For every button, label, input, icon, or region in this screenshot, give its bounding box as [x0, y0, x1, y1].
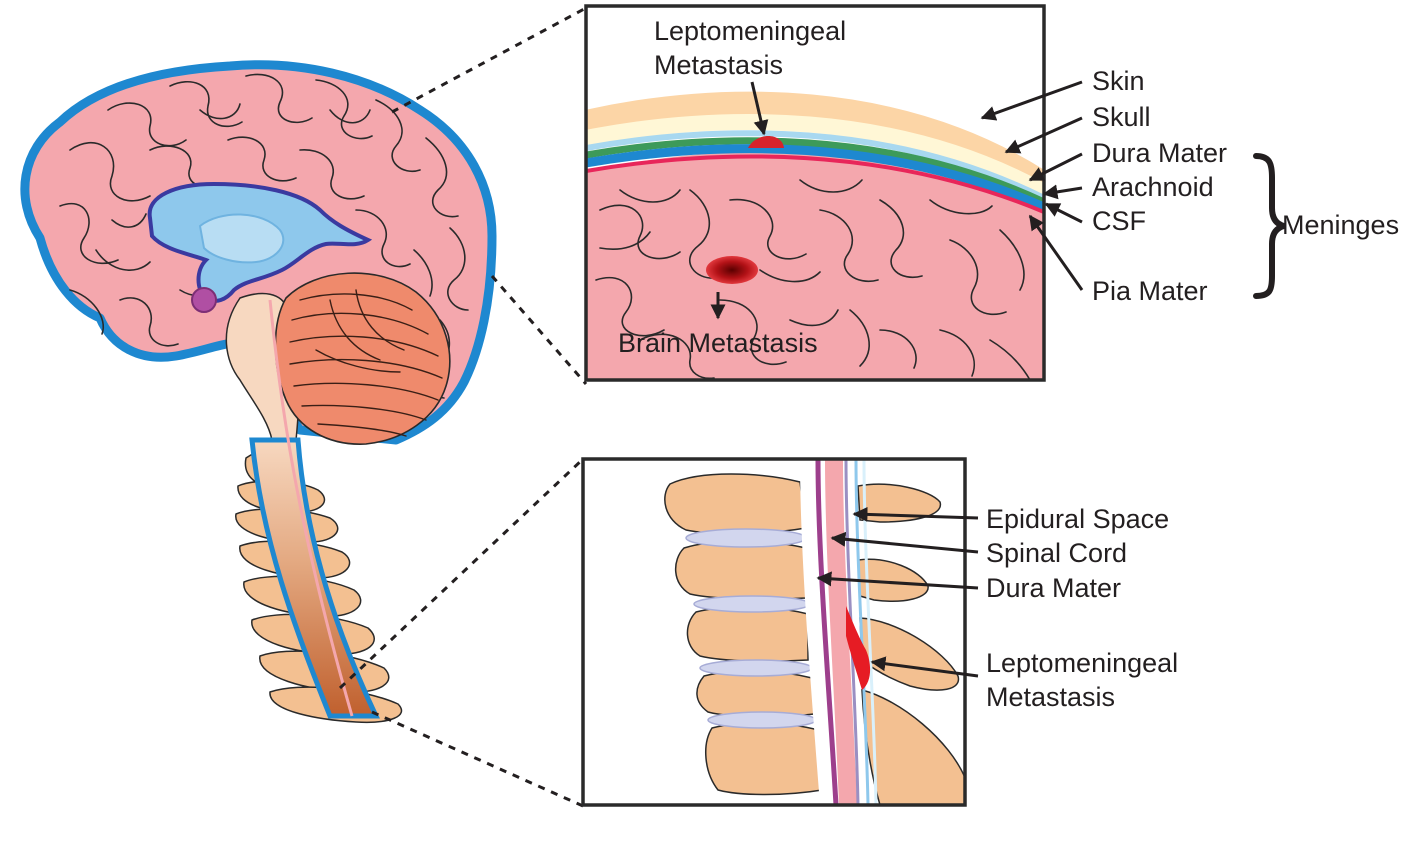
arrow-skin: [980, 80, 1083, 121]
arrow-dura-mater-top: [1028, 152, 1083, 182]
brain-meninges-inset: Leptomeningeal Metastasis Brain Metastas…: [584, 4, 1399, 382]
arrow-spinal-cord: [830, 531, 979, 554]
leptomeningeal-metastasis-nodule: [748, 136, 784, 148]
spine-inset-arrows: [816, 506, 979, 678]
pituitary-gland: [191, 287, 217, 313]
label-brain-metastasis: Brain Metastasis: [618, 328, 818, 358]
label-skin: Skin: [1092, 66, 1145, 96]
label-csf: CSF: [1092, 206, 1146, 236]
label-spinal-cord: Spinal Cord: [986, 538, 1127, 568]
brain-metastasis-lesion: [706, 256, 758, 284]
inset-sulci: [595, 179, 1031, 380]
label-pia-mater: Pia Mater: [1092, 276, 1208, 306]
label-leptomeningeal-bottom-2: Metastasis: [986, 682, 1115, 712]
arrow-dura-mater-bottom: [816, 571, 979, 590]
spine-inset: Epidural Space Spinal Cord Dura Mater Le…: [581, 457, 1178, 807]
inset-dura: [815, 459, 839, 805]
layer-pia: [586, 154, 1044, 214]
label-leptomeningeal-bottom-1: Leptomeningeal: [986, 648, 1178, 678]
arrow-epidural-space: [852, 506, 979, 522]
inset-epidural-fat: [800, 459, 832, 805]
inset-cord: [825, 459, 857, 805]
inset-csf: [854, 459, 870, 805]
layer-dura: [586, 137, 1044, 206]
central-canal: [268, 299, 354, 717]
brain-inset-arrows: [710, 80, 1084, 320]
arrow-leptomeningeal-top: [750, 81, 769, 136]
arrow-arachnoid: [1042, 184, 1083, 200]
label-dura-mater-bottom: Dura Mater: [986, 573, 1121, 603]
label-arachnoid: Arachnoid: [1092, 172, 1214, 202]
arrow-pia-mater: [1028, 214, 1084, 291]
layer-csf: [586, 130, 1044, 201]
inset-outer: [862, 459, 878, 805]
layer-skull: [586, 114, 1044, 199]
arrow-csf: [1044, 202, 1083, 224]
layer-skin: [586, 91, 1044, 195]
label-dura-mater-top: Dura Mater: [1092, 138, 1227, 168]
label-epidural-space: Epidural Space: [986, 504, 1169, 534]
layer-arachnoid: [586, 144, 1044, 212]
zoom-lines: [338, 6, 588, 808]
arrow-skull: [1004, 116, 1083, 154]
sagittal-head-illustration: [20, 60, 497, 724]
spine-leptomeningeal-metastasis: [846, 606, 871, 690]
label-leptomeningeal-top-2: Metastasis: [654, 50, 783, 80]
inset-discs: [685, 528, 817, 729]
thalamus-region: [198, 213, 285, 264]
label-meninges: Meninges: [1282, 210, 1399, 240]
inset-spinous-processes: [857, 483, 965, 805]
arrow-leptomeningeal-bottom: [870, 656, 979, 678]
label-leptomeningeal-top-1: Leptomeningeal: [654, 16, 846, 46]
label-skull: Skull: [1092, 102, 1151, 132]
spine-inset-frame: [581, 457, 967, 807]
inset-brain-tissue: [586, 151, 1044, 380]
spinal-cord: [249, 437, 380, 719]
meninges-brace: [1253, 153, 1285, 299]
cerebellum-folia: [289, 289, 443, 437]
